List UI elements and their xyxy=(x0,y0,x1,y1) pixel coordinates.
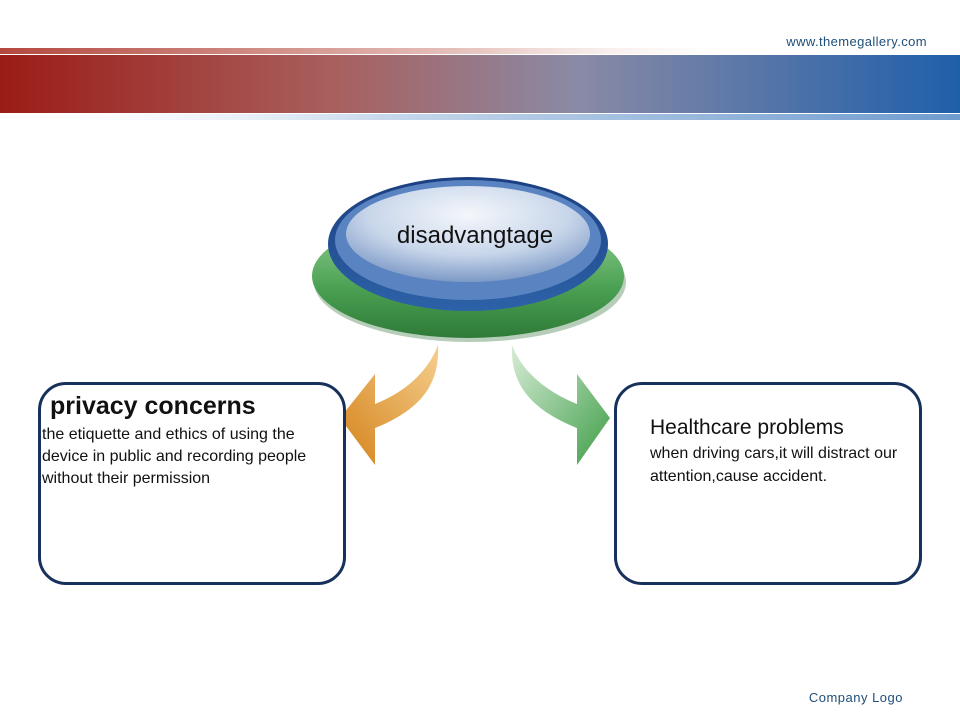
right-box-text: when driving cars,it will distract our a… xyxy=(650,445,898,485)
center-ellipse xyxy=(312,177,626,342)
left-box-title: privacy concerns xyxy=(50,392,256,420)
right-box xyxy=(614,382,922,585)
company-logo: Company Logo xyxy=(808,690,903,705)
left-box-text: the etiquette and ethics of using the de… xyxy=(42,426,307,487)
center-label: disadvangtage xyxy=(396,222,554,249)
arrow-right xyxy=(511,345,610,465)
site-url[interactable]: www.themegallery.com xyxy=(786,34,927,49)
right-box-title: Healthcare problems xyxy=(650,416,844,439)
left-box xyxy=(38,382,346,585)
header-banner xyxy=(0,48,960,120)
arrow-left xyxy=(340,345,439,465)
